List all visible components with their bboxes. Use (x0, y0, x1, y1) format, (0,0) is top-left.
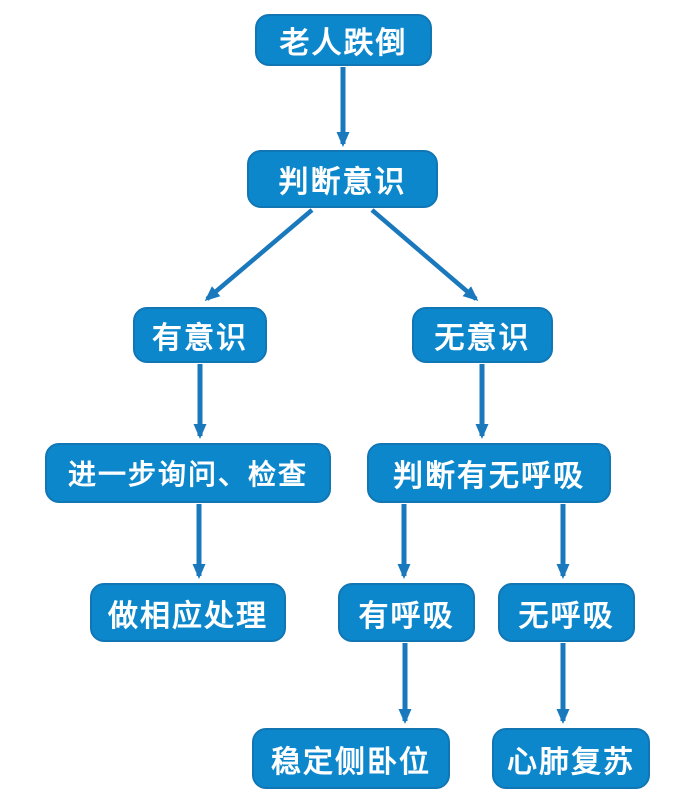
arrow-assess-consciousness-to-conscious (204, 208, 314, 301)
node-not-breathing: 无呼吸 (498, 583, 635, 642)
node-recovery-position: 稳定侧卧位 (252, 728, 450, 789)
node-assess-consciousness: 判断意识 (247, 150, 438, 208)
node-further-check: 进一步询问、检查 (45, 443, 331, 503)
node-unconscious: 无意识 (412, 307, 553, 363)
node-cpr: 心肺复苏 (492, 728, 650, 789)
node-handle-accordingly: 做相应处理 (90, 583, 286, 642)
node-assess-breathing: 判断有无呼吸 (367, 443, 611, 503)
node-breathing: 有呼吸 (338, 583, 475, 642)
node-fall: 老人跌倒 (255, 14, 432, 66)
node-conscious: 有意识 (133, 307, 267, 363)
arrow-assess-consciousness-to-unconscious (370, 208, 479, 301)
